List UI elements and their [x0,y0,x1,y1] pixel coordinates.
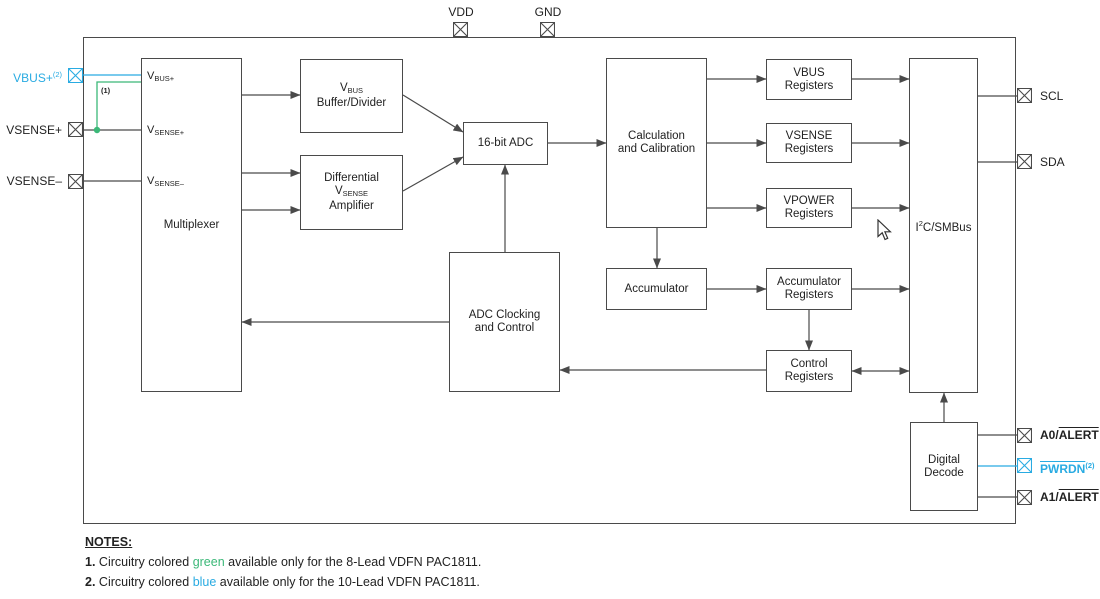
pin-pwrdn-icon [1017,458,1032,473]
pin-pwrdn-label: PWRDN(2) [1040,461,1095,476]
block-multiplexer: Multiplexer [141,58,242,392]
block-vpower-registers: VPOWER Registers [766,188,852,228]
pin-a0-alert-label: A0/ALERT [1040,428,1099,442]
block-accumulator-registers: Accumulator Registers [766,268,852,310]
block-adc-clocking-control: ADC Clocking and Control [449,252,560,392]
mux-input-vbus: VBUS+ [147,70,175,83]
pin-vbus-plus-label: VBUS+(2) [13,70,62,85]
block-control-registers: Control Registers [766,350,852,392]
pin-sda-icon [1017,154,1032,169]
block-16bit-adc: 16-bit ADC [463,122,548,165]
pin-a0-alert-icon [1017,428,1032,443]
note-ref-1: (1) [101,86,111,95]
block-digital-decode: Digital Decode [910,422,978,511]
note-1: 1. Circuitry colored green available onl… [85,555,482,569]
pin-vsense-minus-icon [68,174,83,189]
block-differential-vsense-amplifier: Differential VSENSE Amplifier [300,155,403,230]
pin-vbus-plus-icon [68,68,83,83]
pin-vsense-plus-label: VSENSE+ [6,123,62,137]
block-accumulator: Accumulator [606,268,707,310]
block-calculation-calibration: Calculation and Calibration [606,58,707,228]
notes-section: NOTES: 1. Circuitry colored green availa… [85,535,481,589]
block-i2c-smbus: I2C/SMBus [909,58,978,393]
mouse-cursor-icon [877,219,892,241]
pin-sda-label: SDA [1040,155,1065,169]
pin-a1-alert-label: A1/ALERT [1040,490,1099,504]
pin-vdd-label: VDD [448,5,474,19]
pin-scl-label: SCL [1040,89,1064,103]
block-vsense-registers: VSENSE Registers [766,123,852,163]
chip-boundary [83,37,1016,524]
pin-gnd-label: GND [534,5,562,19]
mux-input-vsense-plus: VSENSE+ [147,124,185,137]
notes-heading: NOTES: [85,535,133,549]
pin-vdd-icon [453,22,468,37]
pin-vsense-plus-icon [68,122,83,137]
note-2: 2. Circuitry colored blue available only… [85,575,480,589]
block-vbus-registers: VBUS Registers [766,59,852,100]
multiplexer-label: Multiplexer [163,218,220,231]
pin-gnd-icon [540,22,555,37]
pin-scl-icon [1017,88,1032,103]
mux-input-vsense-minus: VSENSE– [147,175,184,188]
pin-vsense-minus-label: VSENSE– [6,174,62,188]
block-vbus-buffer-divider: VBUS Buffer/Divider [300,59,403,133]
pin-a1-alert-icon [1017,490,1032,505]
